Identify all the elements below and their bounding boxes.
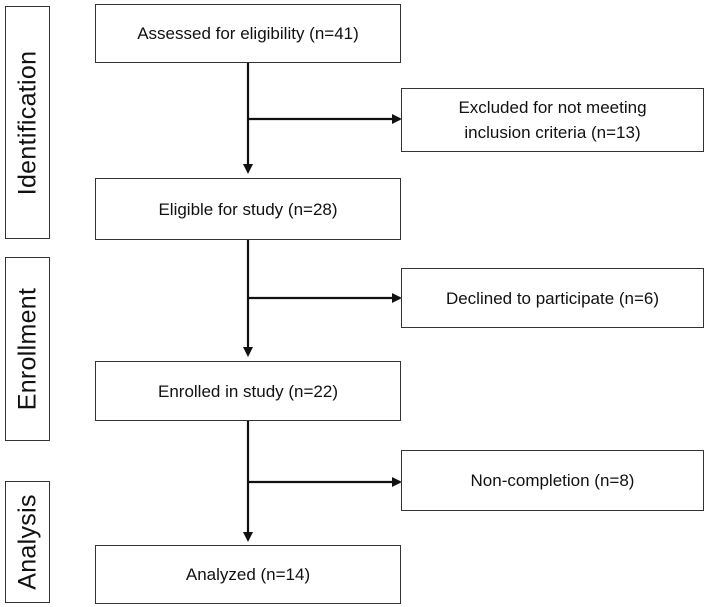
exclusion-not-meeting-criteria-label: Excluded for not meeting inclusion crite… [458, 98, 647, 142]
step-assessed-label: Assessed for eligibility (n=41) [137, 24, 359, 43]
step-assessed: Assessed for eligibility (n=41) [95, 4, 401, 63]
step-eligible-label: Eligible for study (n=28) [158, 199, 338, 219]
stage-enrollment: Enrollment [5, 257, 50, 441]
step-analyzed-label: Analyzed (n=14) [185, 565, 311, 584]
stage-analysis: Analysis [5, 481, 50, 603]
step-analyzed: Analyzed (n=14) [95, 545, 401, 604]
stage-identification: Identification [5, 6, 50, 239]
exclusion-declined-label: Declined to participate (n=6) [445, 288, 660, 308]
exclusion-non-completion-label: Non-completion (n=8) [470, 471, 635, 490]
step-enrolled-label: Enrolled in study (n=22) [157, 381, 339, 401]
step-enrolled: Enrolled in study (n=22) [95, 361, 401, 421]
exclusion-declined: Declined to participate (n=6) [401, 268, 704, 328]
exclusion-not-meeting-criteria: Excluded for not meeting inclusion crite… [401, 88, 704, 152]
exclusion-non-completion: Non-completion (n=8) [401, 450, 704, 511]
step-eligible: Eligible for study (n=28) [95, 178, 401, 240]
